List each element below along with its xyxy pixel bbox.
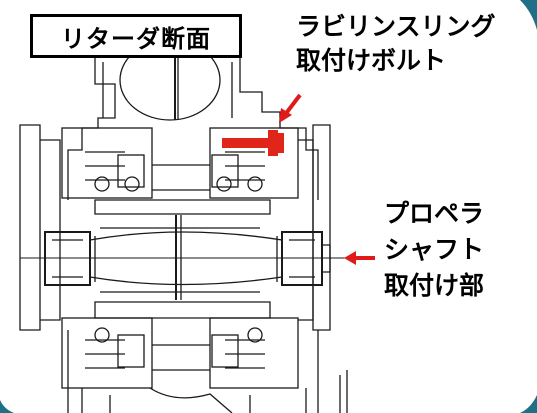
labyrinth-ring-bolt-highlight [222, 130, 284, 156]
drawing-linework [19, 39, 348, 413]
corner-accent-bottom-right [520, 395, 537, 413]
corner-accent-top-right [520, 0, 537, 30]
diagram-title: リターダ断面 [30, 14, 242, 58]
bolt-callout-arrow [279, 93, 302, 123]
corner-accent-bottom-left [0, 400, 14, 413]
callout-line: 取付け部 [384, 271, 485, 300]
callout-line: ラビリンスリング [296, 12, 496, 41]
bolt-callout-label: ラビリンスリング 取付けボルト [296, 10, 496, 78]
callout-line: プロペラ [384, 199, 485, 228]
callout-line: 取付けボルト [296, 46, 447, 75]
shaft-callout-arrow [344, 251, 375, 265]
callout-line: シャフト [384, 235, 485, 264]
shaft-callout-label: プロペラ シャフト 取付け部 [384, 196, 484, 304]
